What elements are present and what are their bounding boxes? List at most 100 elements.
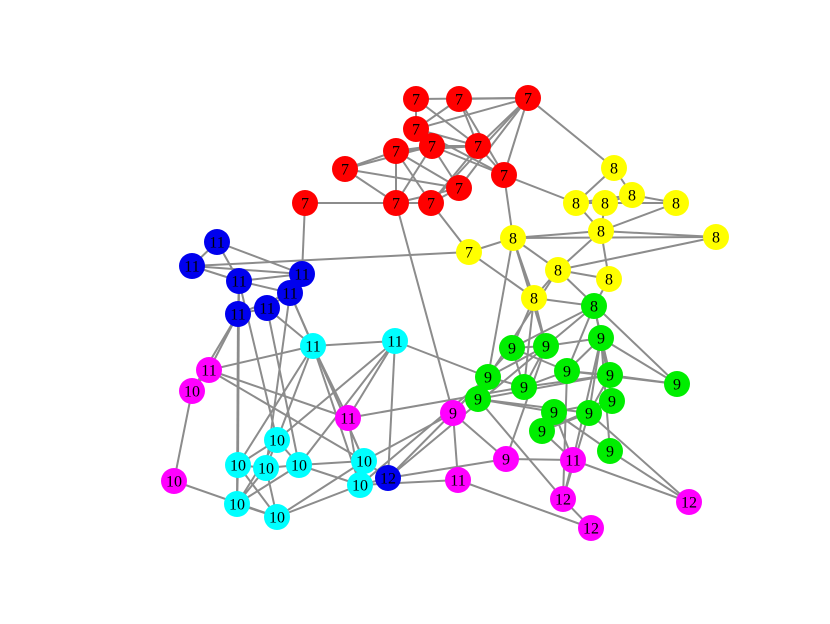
graph-node: 10 [264,427,290,453]
node-circle [588,325,614,351]
edge [415,97,529,130]
node-circle [446,86,472,112]
edge [588,412,690,503]
graph-node: 7 [383,138,409,164]
edge [173,390,193,482]
graph-node: 7 [465,133,491,159]
graph-node: 10 [225,452,251,478]
edge [487,237,514,378]
edge [572,459,690,503]
node-label: 7 [392,196,400,213]
node-label: 8 [572,196,580,213]
edge [562,370,568,500]
graph-node: 7 [418,190,444,216]
node-circle [545,257,571,283]
node-circle [264,504,290,530]
node-label: 12 [555,492,571,509]
node-label: 11 [305,339,320,356]
edge [609,450,690,503]
edge [511,305,595,349]
node-label: 11 [184,259,199,276]
graph-node: 9 [529,418,555,444]
node-label: 10 [269,433,285,450]
node-circle [419,133,445,159]
node-circle [599,388,625,414]
node-circle [521,285,547,311]
node-circle [581,293,607,319]
graph-node: 7 [403,86,429,112]
node-label: 8 [601,196,609,213]
node-label: 9 [608,394,616,411]
node-label: 10 [229,497,245,514]
edge [276,484,361,518]
node-circle [588,218,614,244]
graph-node: 11 [254,295,280,321]
graph-node: 8 [563,190,589,216]
edge [457,479,592,529]
node-label: 11 [259,301,274,318]
graph-node: 11 [335,405,361,431]
node-circle [597,362,623,388]
node-circle [253,455,279,481]
graph-node: 10 [286,452,312,478]
node-label: 11 [387,334,402,351]
edge [394,340,489,378]
graph-node: 10 [179,378,205,404]
node-label: 9 [585,406,593,423]
edge [191,265,303,275]
graph-node: 11 [300,333,326,359]
node-circle [446,175,472,201]
edge [600,337,678,385]
edge [387,305,595,479]
node-label: 9 [502,452,510,469]
edge [557,269,678,385]
node-label: 12 [681,495,697,512]
node-circle [335,405,361,431]
edge [276,460,365,518]
graph-node: 11 [226,268,252,294]
node-label: 7 [392,144,400,161]
node-label: 9 [606,444,614,461]
node-label: 8 [590,299,598,316]
graph-node: 8 [545,257,571,283]
node-label: 9 [538,424,546,441]
node-label: 7 [412,122,420,139]
node-label: 7 [428,139,436,156]
edge [468,251,535,299]
graph-node: 9 [493,446,519,472]
node-circle [225,301,251,327]
graph-node: 12 [550,486,576,512]
node-circle [264,427,290,453]
graph-node: 11 [445,467,471,493]
edge [477,374,611,400]
edge [477,398,564,500]
graph-node: 7 [403,116,429,142]
edge [512,230,602,239]
node-label: 7 [465,245,473,262]
edge [208,345,314,371]
node-label: 10 [291,458,307,475]
node-circle [554,358,580,384]
node-circle [225,452,251,478]
edge [237,345,314,466]
node-label: 7 [455,92,463,109]
node-circle [563,190,589,216]
graph-node: 10 [347,472,373,498]
edge [505,345,547,460]
graph-node: 9 [533,333,559,359]
node-circle [456,239,482,265]
node-circle [383,190,409,216]
node-circle [179,253,205,279]
edge [512,236,717,239]
node-label: 12 [583,521,599,538]
graph-node: 7 [456,239,482,265]
node-circle [578,515,604,541]
edge [191,251,470,267]
node-label: 7 [524,91,532,108]
edge [216,241,303,275]
node-label: 11 [294,267,309,284]
graph-node: 11 [382,328,408,354]
node-circle [601,155,627,181]
edge [503,97,529,176]
graph-node: 7 [446,86,472,112]
